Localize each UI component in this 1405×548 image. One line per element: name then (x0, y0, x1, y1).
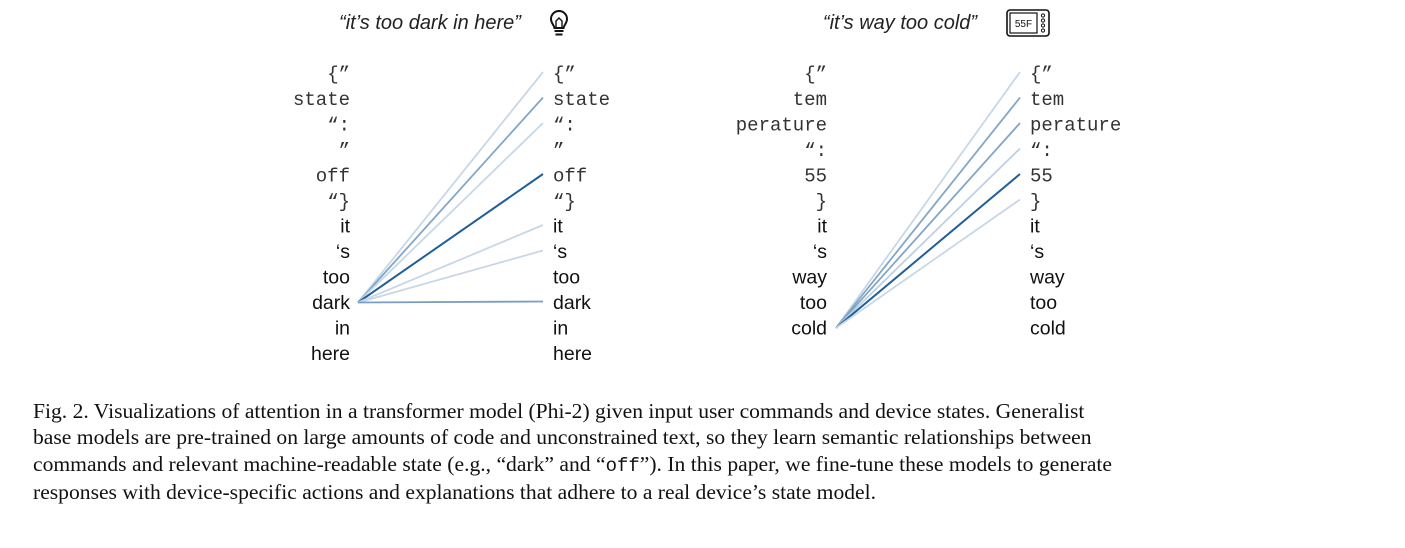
attention-line (357, 96, 544, 304)
key-token: way (1029, 267, 1065, 289)
query-token: way (791, 267, 827, 289)
attention-line (357, 71, 544, 304)
key-token: “} (553, 191, 576, 213)
caption-line: responses with device-specific actions a… (33, 480, 877, 505)
key-token: perature (1030, 115, 1121, 137)
query-token: perature (736, 115, 827, 137)
key-token: {” (553, 64, 576, 86)
query-token: } (816, 191, 827, 213)
query-token: cold (791, 318, 827, 340)
key-token: ‘s (553, 241, 567, 263)
key-token: dark (553, 292, 591, 314)
attention-line (357, 249, 544, 304)
key-token: in (553, 318, 568, 340)
key-token: here (553, 343, 592, 365)
attention-line (357, 224, 544, 304)
key-token: too (553, 267, 580, 289)
query-token: tem (793, 89, 827, 111)
thermostat-icon: 55F (1006, 9, 1050, 37)
key-token: too (1030, 292, 1057, 314)
query-token: dark (312, 292, 350, 314)
key-token: off (553, 166, 587, 188)
attention-line (357, 173, 544, 304)
query-token: {” (327, 64, 350, 86)
query-token: in (335, 318, 350, 340)
attention-line (835, 198, 1021, 329)
query-token: too (800, 292, 827, 314)
attention-line (357, 122, 544, 304)
query-token: ” (339, 140, 350, 162)
attention-line (357, 300, 544, 304)
key-token: ‘s (1030, 241, 1044, 263)
key-token: tem (1030, 89, 1064, 111)
key-token: it (1030, 216, 1040, 238)
caption-text: ”). In this paper, we fine-tune these mo… (639, 451, 1112, 476)
key-token: state (553, 89, 610, 111)
attention-line (835, 122, 1021, 329)
query-token: state (293, 89, 350, 111)
figure-caption: Fig. 2. Visualizations of attention in a… (33, 398, 1393, 506)
query-token: 55 (804, 166, 827, 188)
query-token: “: (327, 115, 350, 137)
query-token: it (340, 216, 350, 238)
query-token: ‘s (813, 241, 827, 263)
attention-line (835, 147, 1021, 329)
caption-line: commands and relevant machine-readable s… (33, 451, 1393, 479)
thermostat-display: 55F (1015, 19, 1032, 30)
query-token: {” (804, 64, 827, 86)
attention-panel: “it’s too dark in here” {” {” state state “: “… (293, 10, 610, 365)
key-token: “: (1030, 140, 1053, 162)
caption-line: base models are pre-trained on large amo… (33, 425, 1092, 450)
query-token: too (323, 267, 350, 289)
key-token: it (553, 216, 563, 238)
query-token: it (817, 216, 827, 238)
panel-title: “it’s too dark in here” (339, 12, 522, 34)
query-token: “: (804, 140, 827, 162)
key-token: ” (553, 140, 564, 162)
key-token: {” (1030, 64, 1053, 86)
caption-code: off (605, 454, 640, 477)
caption-text: commands and relevant machine-readable s… (33, 451, 606, 476)
key-token: “: (553, 115, 576, 137)
attention-panel: “it’s way too cold” 55F {” {” tem tem perature… (736, 9, 1121, 340)
key-token: 55 (1030, 166, 1053, 188)
query-token: here (311, 343, 350, 365)
query-token: “} (327, 191, 350, 213)
panel-title: “it’s way too cold” (823, 12, 978, 34)
query-token: ‘s (336, 241, 350, 263)
attention-line (835, 71, 1021, 329)
caption-line: Fig. 2. Visualizations of attention in a… (33, 399, 1085, 423)
key-token: cold (1030, 318, 1066, 340)
key-token: } (1030, 191, 1041, 213)
query-token: off (316, 166, 350, 188)
attention-line (835, 173, 1021, 329)
lightbulb-icon (549, 10, 569, 36)
attention-line (835, 96, 1021, 329)
